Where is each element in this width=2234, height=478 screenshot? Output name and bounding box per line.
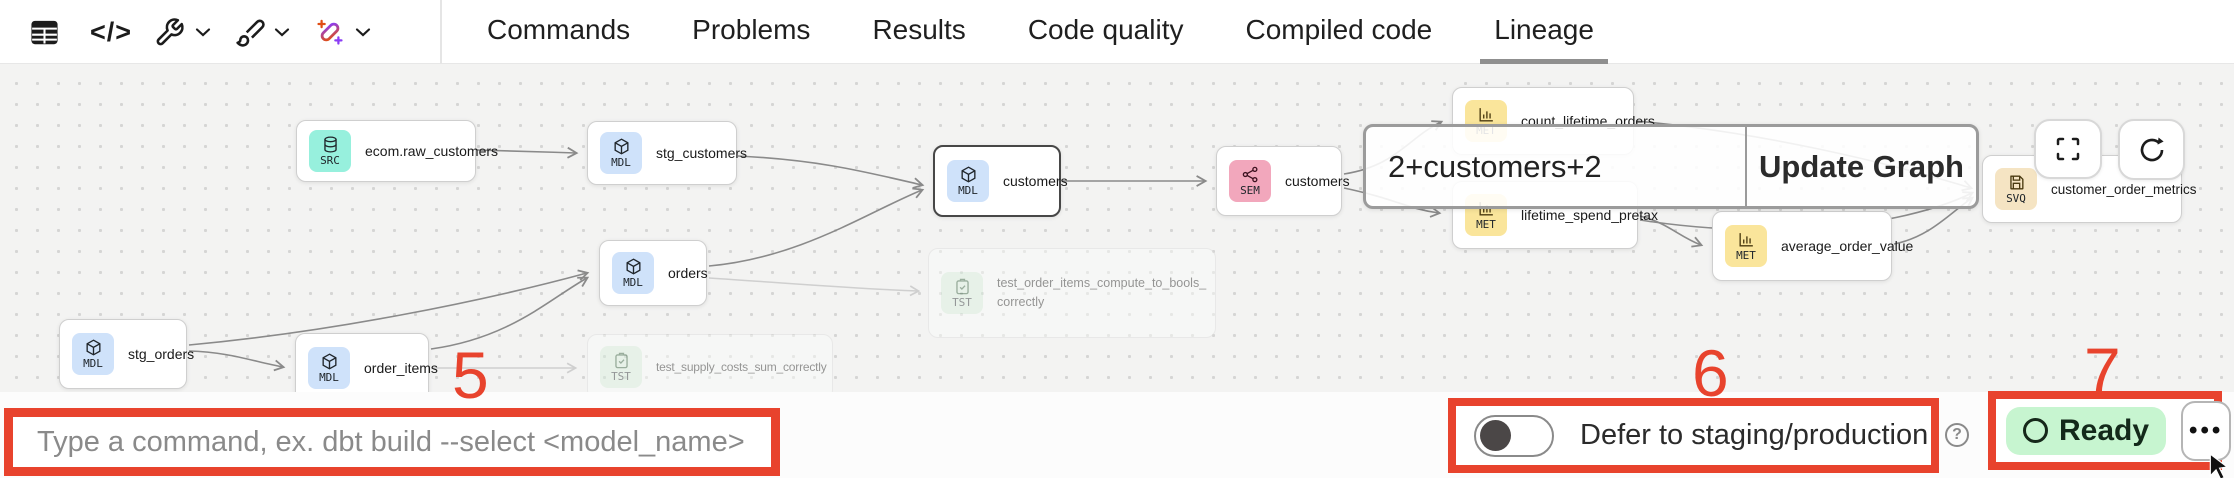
- semantic-badge: SEM: [1229, 160, 1271, 202]
- update-graph-button[interactable]: Update Graph: [1759, 148, 1964, 184]
- source-badge: SRC: [309, 130, 351, 172]
- ai-wand-icon[interactable]: [313, 14, 347, 50]
- tab-code-quality[interactable]: Code quality: [1027, 13, 1184, 45]
- annotation-number-7: 7: [2084, 334, 2121, 408]
- format-brush-icon[interactable]: [233, 14, 267, 50]
- model-badge: MDL: [947, 160, 989, 202]
- wrench-icon[interactable]: [152, 14, 186, 50]
- table-preview-icon[interactable]: [26, 14, 62, 50]
- status-badge[interactable]: Ready: [2006, 406, 2167, 455]
- table-icon: [30, 20, 58, 44]
- annotation-box-6: Defer to staging/production: [1448, 398, 1939, 473]
- lineage-node-average-order-value[interactable]: MET average_order_value: [1712, 211, 1913, 281]
- test-badge: TST: [600, 346, 642, 388]
- annotation-box-7: Ready •••: [1988, 391, 2232, 470]
- fullscreen-icon: [2056, 137, 2080, 161]
- refresh-button[interactable]: [2118, 119, 2185, 180]
- tab-results[interactable]: Results: [872, 13, 966, 45]
- lineage-selector: 2+customers+2 Update Graph: [1363, 124, 1979, 209]
- defer-toggle[interactable]: [1474, 414, 1554, 457]
- tab-lineage[interactable]: Lineage: [1480, 0, 1608, 64]
- lineage-node-test-supply-costs[interactable]: TST test_supply_costs_sum_correctly: [587, 334, 833, 400]
- lineage-node-ecom-raw-customers[interactable]: SRC ecom.raw_customers: [296, 120, 498, 182]
- metric-badge: MET: [1725, 225, 1767, 267]
- model-badge: MDL: [612, 252, 654, 294]
- editor-toolbar: </>: [0, 0, 2234, 64]
- more-options-button[interactable]: •••: [2181, 400, 2232, 461]
- lineage-canvas[interactable]: SRC ecom.raw_customers MDL stg_customers…: [0, 64, 2234, 403]
- tab-commands[interactable]: Commands: [487, 13, 631, 45]
- annotation-number-5: 5: [452, 338, 489, 412]
- toolbar-divider: [440, 0, 442, 64]
- command-input[interactable]: [13, 417, 771, 467]
- wrench-chevron-down-icon[interactable]: [189, 14, 217, 50]
- command-bar: Defer to staging/production ? Ready •••: [0, 391, 2234, 478]
- test-badge: TST: [941, 272, 983, 314]
- annotation-number-6: 6: [1692, 336, 1729, 410]
- lineage-selector-input[interactable]: 2+customers+2: [1366, 127, 1747, 206]
- mouse-cursor: [2209, 453, 2229, 478]
- ai-wand-chevron-down-icon[interactable]: [349, 14, 377, 50]
- model-badge: MDL: [72, 333, 114, 375]
- lineage-node-test-order-items[interactable]: TST test_order_items_compute_to_bools_co…: [928, 248, 1216, 338]
- help-icon[interactable]: ?: [1945, 423, 1969, 447]
- tab-compiled-code[interactable]: Compiled code: [1245, 13, 1433, 45]
- format-chevron-down-icon[interactable]: [268, 14, 296, 50]
- model-badge: MDL: [308, 347, 350, 389]
- model-badge: MDL: [600, 132, 642, 174]
- annotation-box-5: [4, 408, 780, 476]
- tab-problems[interactable]: Problems: [692, 13, 811, 45]
- lineage-node-orders[interactable]: MDL orders: [599, 240, 708, 306]
- refresh-icon: [2140, 136, 2164, 161]
- fullscreen-button[interactable]: [2034, 119, 2102, 179]
- defer-toggle-label: Defer to staging/production: [1580, 419, 1929, 451]
- panel-tabs: Commands Problems Results Code quality C…: [473, 0, 1608, 64]
- saved-query-badge: SVQ: [1995, 168, 2037, 210]
- lineage-node-stg-customers[interactable]: MDL stg_customers: [587, 121, 747, 185]
- status-label: Ready: [2059, 413, 2150, 447]
- lineage-node-customers-semantic[interactable]: SEM customers: [1216, 146, 1350, 216]
- lineage-node-customers-model[interactable]: MDL customers: [933, 145, 1068, 217]
- lineage-node-stg-orders[interactable]: MDL stg_orders: [59, 319, 194, 389]
- code-icon[interactable]: </>: [88, 14, 134, 50]
- toggle-knob: [1480, 419, 1511, 451]
- status-circle-icon: [2023, 418, 2048, 443]
